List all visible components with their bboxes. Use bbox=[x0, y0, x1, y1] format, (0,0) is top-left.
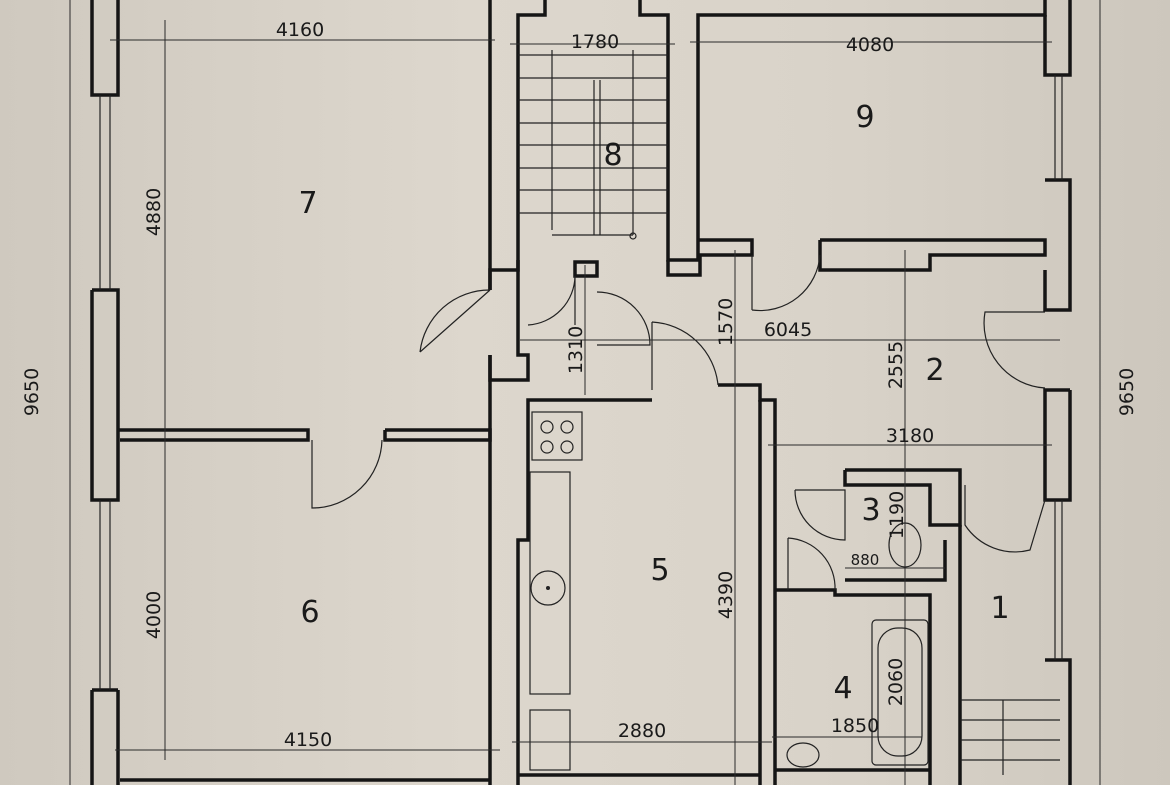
dim-room7-width: 4160 bbox=[276, 19, 324, 41]
dim-room6-width: 4150 bbox=[284, 729, 332, 751]
room-label-9: 9 bbox=[855, 100, 874, 135]
staircase bbox=[518, 50, 668, 240]
stove-icon bbox=[531, 411, 583, 461]
dim-hall-depth: 2555 bbox=[885, 341, 907, 389]
dim-room5-width: 2880 bbox=[618, 720, 666, 742]
dim-entry-depth: 1310 bbox=[565, 326, 587, 374]
room-label-1: 1 bbox=[990, 591, 1009, 626]
dim-room4-width: 1850 bbox=[831, 715, 879, 737]
room-label-2: 2 bbox=[925, 353, 944, 388]
walls bbox=[90, 0, 1072, 785]
sink-icon bbox=[530, 570, 566, 606]
room-label-3: 3 bbox=[861, 493, 880, 528]
dim-room9-width: 4080 bbox=[846, 34, 894, 56]
dim-total-right: 9650 bbox=[1116, 368, 1138, 416]
dim-total-left: 9650 bbox=[21, 368, 43, 416]
dim-room5-depth: 4390 bbox=[715, 571, 737, 619]
dim-room7-depth: 4880 bbox=[143, 188, 165, 236]
bathtub-icon bbox=[871, 619, 929, 766]
washbasin-icon bbox=[786, 742, 820, 768]
room-label-6: 6 bbox=[300, 595, 319, 630]
dim-hall-length: 6045 bbox=[764, 319, 812, 341]
dim-wc-depth: 1190 bbox=[886, 491, 908, 539]
dim-bath-length: 2060 bbox=[885, 658, 907, 706]
room-label-4: 4 bbox=[833, 671, 852, 706]
dim-corridor-depth: 1570 bbox=[715, 298, 737, 346]
dim-wc-width: 880 bbox=[851, 551, 880, 569]
counter bbox=[529, 471, 571, 695]
room-label-7: 7 bbox=[298, 186, 317, 221]
dim-room6-depth: 4000 bbox=[143, 591, 165, 639]
dim-hall-width: 3180 bbox=[886, 425, 934, 447]
room-label-5: 5 bbox=[650, 553, 669, 588]
dim-stair-width: 1780 bbox=[571, 31, 619, 53]
doors bbox=[311, 254, 1046, 591]
room-label-8: 8 bbox=[603, 138, 622, 173]
dimension-lines bbox=[110, 20, 1060, 785]
stair-right bbox=[960, 699, 1060, 775]
